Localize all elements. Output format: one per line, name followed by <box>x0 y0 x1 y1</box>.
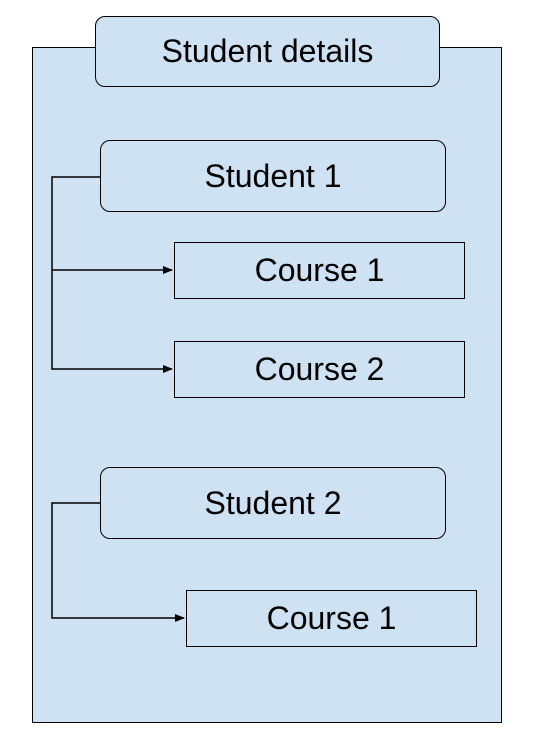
title-box: Student details <box>95 16 440 87</box>
student-1-course-2-box: Course 2 <box>174 341 465 398</box>
student-1-box: Student 1 <box>100 140 446 212</box>
student-2-box: Student 2 <box>100 467 446 539</box>
student-2-course-1-box: Course 1 <box>186 590 477 647</box>
student-1-course-2-label: Course 2 <box>254 351 385 387</box>
title-label: Student details <box>161 33 374 69</box>
student-1-course-1-box: Course 1 <box>174 242 465 299</box>
student-1-course-1-label: Course 1 <box>254 252 385 288</box>
student-1-label: Student 1 <box>204 157 342 194</box>
student-2-label: Student 2 <box>204 484 342 521</box>
student-2-course-1-label: Course 1 <box>266 600 397 636</box>
